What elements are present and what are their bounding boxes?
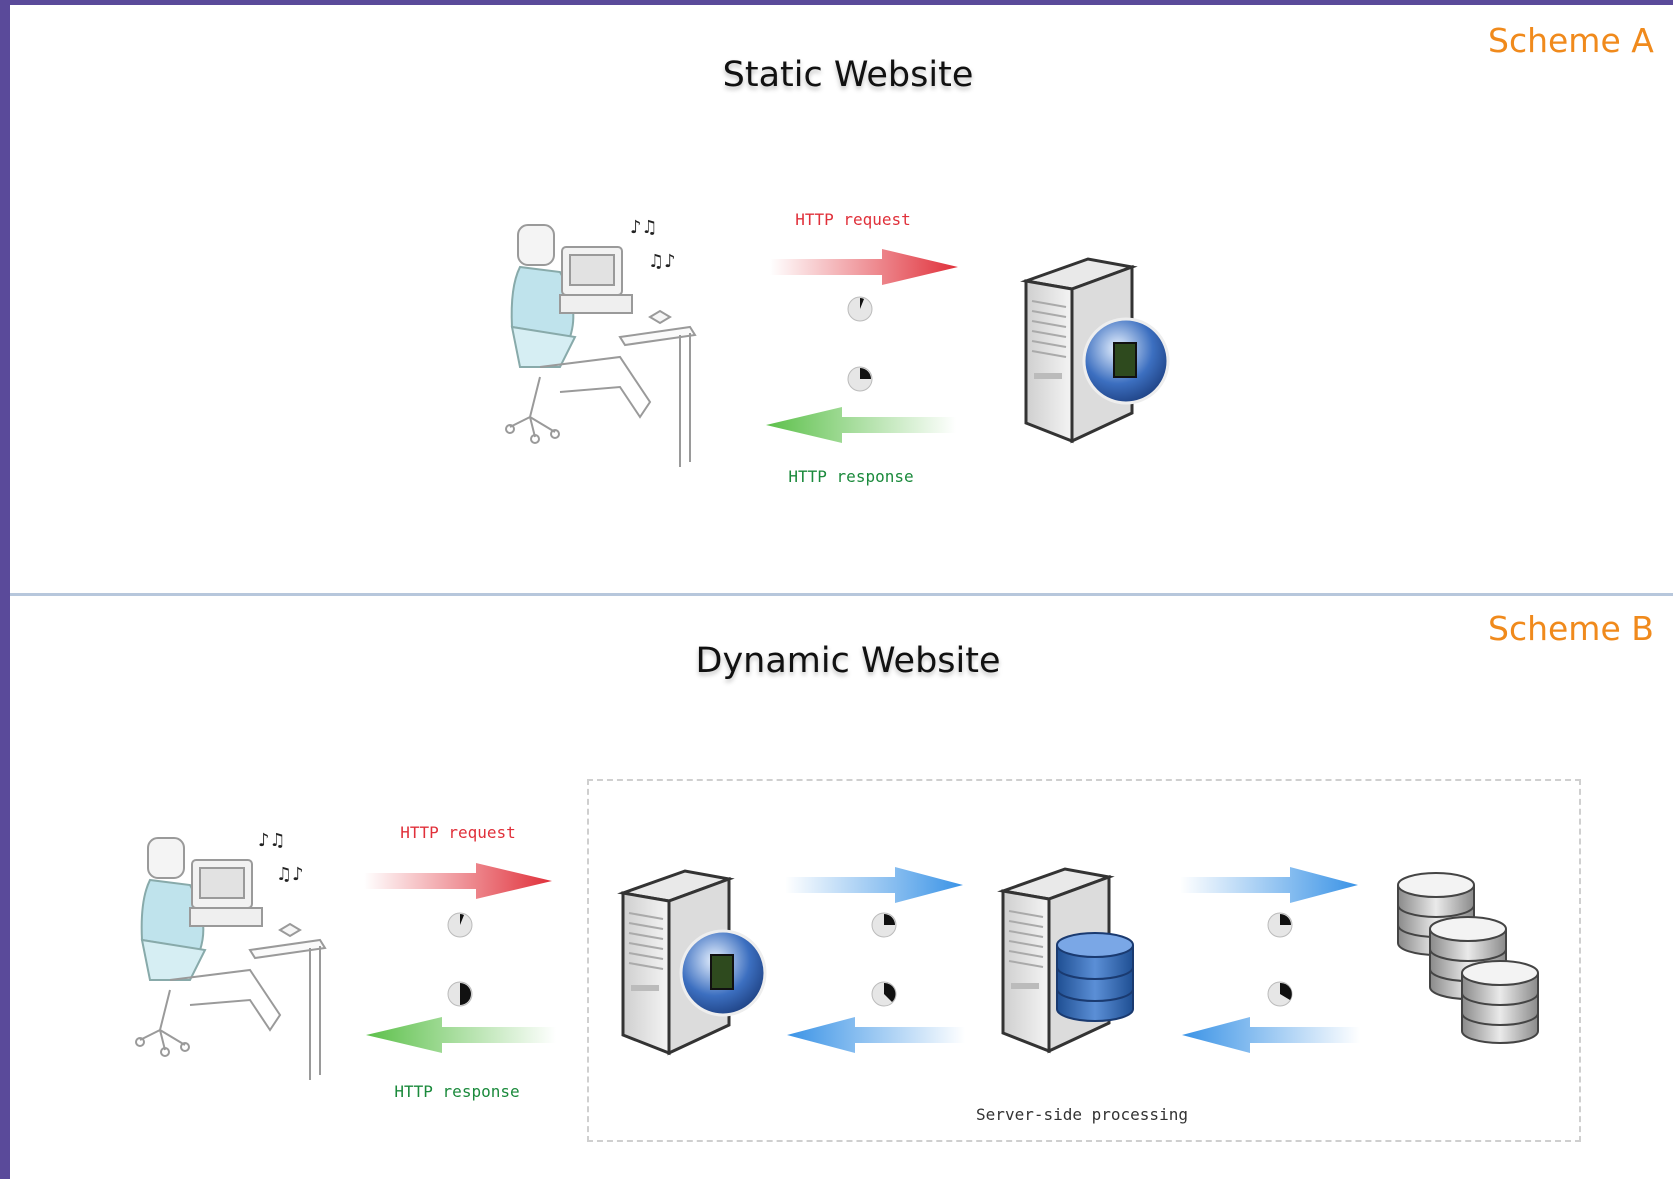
clock-icon (1267, 912, 1293, 938)
backward-arrow-1 (787, 1017, 965, 1053)
scheme-divider (10, 593, 1673, 596)
clock-icon (847, 366, 873, 392)
clock-icon (847, 296, 873, 322)
user-at-computer-icon: ♪♫ ♫♪ (135, 830, 327, 1080)
clock-icon (871, 912, 897, 938)
svg-text:♫♪: ♫♪ (648, 251, 676, 272)
http-request-label-b: HTTP request (400, 823, 516, 842)
clock-icon (871, 981, 897, 1007)
user-at-computer-icon: ♪♫ ♫♪ (505, 217, 697, 467)
svg-text:♪♫: ♪♫ (630, 217, 658, 238)
diagram-canvas: Scheme A Static Website ♪♫ ♫♪ HTTP reque… (10, 5, 1673, 1179)
forward-arrow-2 (1180, 867, 1358, 903)
http-request-arrow-a (770, 249, 958, 285)
scheme-b-label: Scheme B (1488, 609, 1654, 648)
scheme-a-label: Scheme A (1488, 21, 1654, 60)
backward-arrow-2 (1182, 1017, 1360, 1053)
static-website-title: Static Website (722, 55, 974, 95)
web-server-icon (1020, 257, 1170, 444)
http-request-label-a: HTTP request (795, 210, 911, 229)
clock-icon (447, 912, 473, 938)
server-side-processing-box (587, 779, 1581, 1142)
database-server-icon (997, 867, 1134, 1054)
dynamic-website-title: Dynamic Website (695, 641, 1001, 681)
server-side-processing-label: Server-side processing (976, 1105, 1188, 1124)
forward-arrow-1 (785, 867, 963, 903)
http-request-arrow-b (364, 863, 552, 899)
database-stack-icon (1397, 872, 1539, 1044)
clock-icon (447, 981, 473, 1007)
http-response-arrow-a (766, 407, 956, 443)
svg-text:♫♪: ♫♪ (276, 864, 304, 885)
svg-text:♪♫: ♪♫ (258, 830, 286, 851)
http-response-arrow-b (366, 1017, 556, 1053)
http-response-label-a: HTTP response (788, 467, 914, 486)
web-server-icon (617, 869, 767, 1056)
http-response-label-b: HTTP response (394, 1082, 520, 1101)
clock-icon (1267, 981, 1293, 1007)
